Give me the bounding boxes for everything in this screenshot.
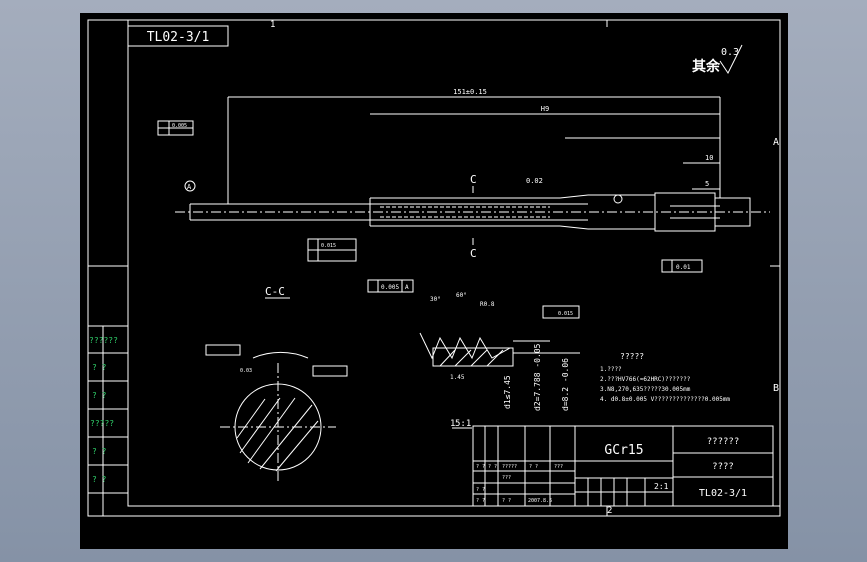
svg-text:30°: 30°: [430, 296, 441, 303]
left-col-2: ? ?: [92, 363, 107, 372]
detail-scale: 5:1: [455, 419, 471, 429]
svg-text:1.45: 1.45: [450, 374, 465, 381]
left-col-6: ? ?: [92, 475, 107, 484]
tb-cell-7: ? ?: [476, 498, 485, 504]
left-column: [88, 325, 128, 516]
shaft-drawing: [175, 192, 770, 232]
note-4: 4. d0.8±0.005 V??????????????0.005mm: [600, 396, 730, 403]
tb-date: 2007.8.6: [528, 498, 552, 504]
svg-text:0.01: 0.01: [676, 264, 691, 271]
detail-ref: 1: [450, 419, 455, 429]
tb-cell-5: ???: [502, 475, 511, 481]
tb-code: TL02-3/1: [699, 488, 747, 499]
tb-scale: 2:1: [654, 482, 669, 491]
svg-text:0.015: 0.015: [321, 243, 336, 249]
dim-02: 0.02: [526, 177, 543, 185]
code-box-text: TL02-3/1: [147, 30, 210, 45]
roughness-value: 0.3: [721, 47, 739, 58]
section-hatch: [236, 397, 319, 472]
note-1: 1.????: [600, 366, 622, 373]
note-2: 2.???HV766(≈62HRC)???????: [600, 376, 691, 383]
svg-text:A: A: [405, 284, 409, 291]
zone-b: B: [773, 383, 779, 394]
tb-cell-1: ? ?: [476, 464, 485, 470]
tb-cell-2: ? ?: [488, 464, 497, 470]
tb-sub: ????: [712, 462, 734, 472]
datum-a-label: A: [187, 183, 192, 191]
notes-title: ?????: [620, 352, 644, 361]
tb-cell-8: ? ?: [502, 498, 511, 504]
tolerance-frame-3: 0.01: [661, 259, 703, 273]
svg-text:0.005: 0.005: [172, 123, 187, 129]
tb-cell-3: ?????: [502, 464, 517, 470]
dim-10: 10: [705, 154, 713, 162]
tolerance-frame-1: 0.005: [157, 120, 194, 136]
zone-2: 2: [607, 506, 612, 516]
svg-text:d1≤7.45: d1≤7.45: [503, 375, 512, 409]
tolerance-frame-4: 0.005 A: [367, 279, 414, 293]
tb-cell-4: ? ?: [529, 464, 538, 470]
tb-cell-9: ???: [554, 464, 563, 470]
tolerance-frame-2: 0.015: [307, 238, 357, 262]
left-col-4: ?????: [90, 419, 114, 428]
drawing-svg: TL02-3/1 其余 0.3 A B 1 2 C C 151±0.15 H9 …: [87, 19, 781, 517]
roughness-note: 其余: [692, 58, 721, 75]
inner-frame: [127, 19, 781, 507]
code-box: [127, 25, 229, 47]
left-col-5: ? ?: [92, 447, 107, 456]
tb-cell-6: ? ?: [476, 487, 485, 493]
tb-material: GCr15: [604, 443, 643, 458]
svg-text:0.03: 0.03: [240, 368, 252, 374]
roughness-symbol: [719, 44, 743, 74]
section-mark-top: C: [470, 173, 477, 186]
svg-text:60°: 60°: [456, 292, 467, 299]
svg-text:R0.8: R0.8: [480, 301, 495, 308]
dim-overall: 151±0.15: [453, 88, 487, 96]
section-mark-bottom: C: [470, 247, 477, 260]
zone-1: 1: [270, 20, 275, 30]
tb-name: ??????: [707, 437, 740, 447]
note-3: 3.N8,270,635?????30.005mm: [600, 386, 691, 393]
title-block: [472, 425, 774, 507]
dim-h9: H9: [541, 105, 549, 113]
section-arc: [252, 351, 309, 359]
svg-text:0.005: 0.005: [381, 284, 399, 291]
dim-5: 5: [705, 180, 709, 188]
svg-text:d=8.2 -0.06: d=8.2 -0.06: [561, 358, 570, 411]
left-col-3: ? ?: [92, 391, 107, 400]
drawing-canvas[interactable]: TL02-3/1 其余 0.3 A B 1 2 C C 151±0.15 H9 …: [80, 13, 788, 549]
detail-view: 0.015 R0.8 30° 60° 1.45 d1≤7.45 d2=7.788…: [419, 292, 580, 411]
svg-text:d2=7.788 -0.05: d2=7.788 -0.05: [533, 343, 542, 411]
svg-text:0.015: 0.015: [558, 311, 573, 317]
zone-a: A: [773, 137, 779, 148]
left-col-1: ??????: [89, 336, 118, 345]
datum-a: [184, 180, 196, 192]
section-title: C-C: [265, 285, 285, 298]
